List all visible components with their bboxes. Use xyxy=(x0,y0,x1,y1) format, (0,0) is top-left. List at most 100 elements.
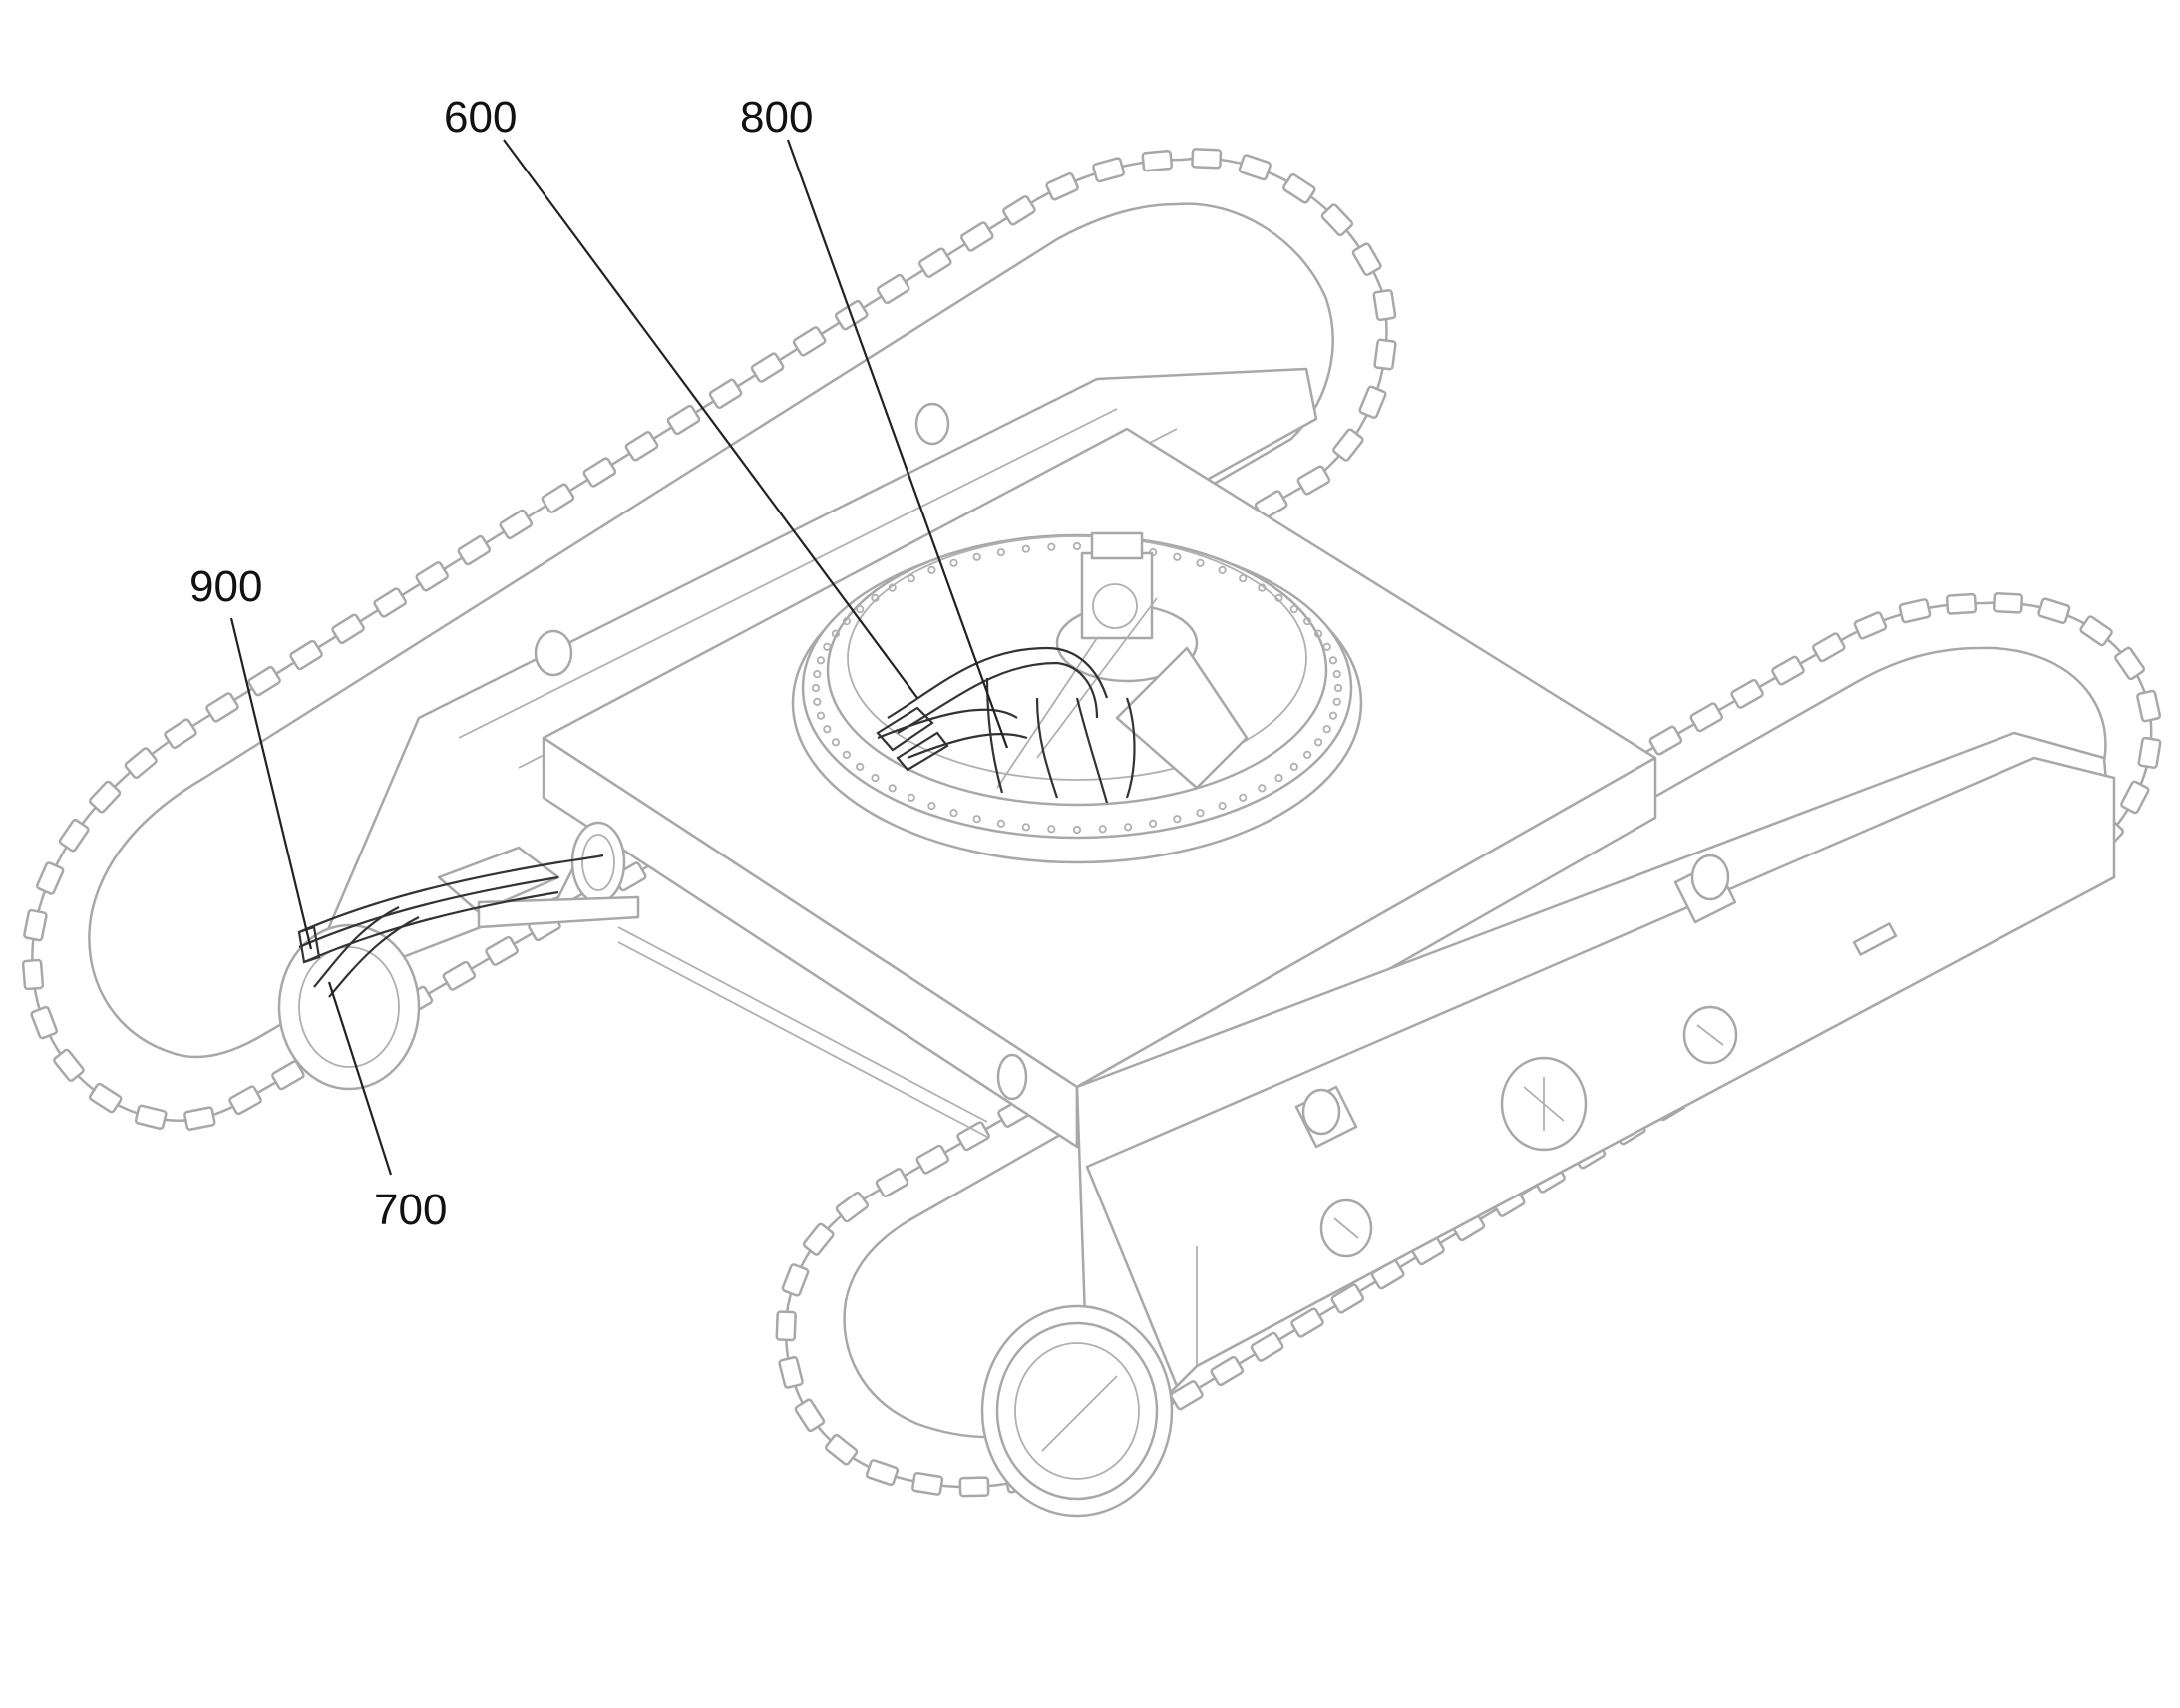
ring-bolt xyxy=(831,629,841,638)
track-shoe xyxy=(865,1459,900,1487)
track-shoe xyxy=(1358,385,1387,420)
track-shoe xyxy=(1898,598,1932,624)
track-shoe xyxy=(775,1310,797,1342)
ring-bolt xyxy=(1124,823,1133,832)
left-hoses xyxy=(297,854,604,998)
track-shoe xyxy=(875,1168,909,1197)
track-shoe xyxy=(1689,702,1724,733)
track-shoe xyxy=(2079,615,2113,647)
ring-bolt xyxy=(1332,697,1341,707)
ring-bolt xyxy=(907,793,915,802)
ring-bolt xyxy=(1047,825,1056,834)
ring-bolt xyxy=(1021,544,1031,553)
track-shoe xyxy=(457,534,492,566)
ring-bolt xyxy=(1258,784,1267,793)
ring-bolt xyxy=(907,574,915,583)
track-shoe xyxy=(1351,242,1382,276)
track-shoe xyxy=(1945,592,1978,615)
callout-700: 700 xyxy=(374,1186,447,1234)
ring-bolt xyxy=(1328,711,1338,720)
track-shoe xyxy=(1332,428,1364,462)
ring-bolt xyxy=(1289,604,1298,614)
ring-bolt xyxy=(871,593,880,603)
track-shoe xyxy=(1282,173,1316,204)
track-shoe xyxy=(1290,1307,1324,1338)
ring-bolt xyxy=(972,815,981,824)
track-shoe xyxy=(289,639,323,671)
ring-bolt xyxy=(949,558,958,567)
ring-bolt xyxy=(888,784,897,793)
leader-lines xyxy=(229,139,1009,1176)
track-shoe xyxy=(1812,632,1846,663)
callout-800: 800 xyxy=(740,93,813,142)
ring-bolt xyxy=(1274,593,1283,603)
ring-bolt xyxy=(972,552,981,561)
ring-bolt xyxy=(1289,762,1298,772)
ring-bolt xyxy=(1303,616,1312,626)
track-shoe xyxy=(1002,195,1036,226)
ring-bolt xyxy=(1239,574,1248,583)
track-shoe xyxy=(825,1433,859,1466)
track-shoe xyxy=(331,613,365,644)
track-shoe xyxy=(708,378,743,409)
left-idler xyxy=(277,821,640,1091)
leader-800 xyxy=(786,139,1009,749)
track-shoe xyxy=(915,1144,950,1175)
track-shoe xyxy=(2114,646,2146,681)
track-shoe xyxy=(876,273,910,305)
track-shoe xyxy=(835,1191,870,1223)
callout-labels: 600 800 900 700 xyxy=(189,93,813,1234)
track-shoe xyxy=(1771,655,1805,686)
track-shoe xyxy=(1296,465,1331,496)
ring-bolt xyxy=(927,801,936,811)
track-shoe xyxy=(228,1085,262,1116)
track-shoe xyxy=(1853,611,1888,640)
track-shoe xyxy=(1170,1380,1204,1411)
track-shoe xyxy=(205,692,239,723)
ring-bolt xyxy=(1196,809,1205,818)
ring-bolt xyxy=(1173,815,1182,824)
track-shoe xyxy=(36,861,65,895)
track-shoe xyxy=(23,908,48,942)
track-shoe xyxy=(124,747,158,779)
track-shoe xyxy=(485,935,519,966)
track-shoe xyxy=(918,247,952,278)
ring-bolt xyxy=(1332,669,1341,679)
ring-bolt xyxy=(1196,558,1205,567)
track-shoe xyxy=(21,958,45,991)
ring-bolt xyxy=(1047,542,1056,551)
ring-bolt xyxy=(1314,738,1323,747)
track-shoe xyxy=(750,352,785,383)
track-shoe xyxy=(1373,338,1397,371)
ring-bolt xyxy=(1322,642,1331,651)
right-side-frame xyxy=(1075,731,2116,1398)
ring-bolt xyxy=(888,583,897,592)
track-shoe xyxy=(911,1471,944,1496)
track-shoe xyxy=(1045,171,1079,201)
track-shoe xyxy=(778,1356,804,1389)
ring-bolt xyxy=(1149,819,1158,829)
leader-600 xyxy=(503,139,918,699)
track-shoe xyxy=(624,431,659,462)
ring-bolt xyxy=(856,762,865,772)
track-shoe xyxy=(1141,149,1174,172)
callout-600: 600 xyxy=(444,93,517,142)
ring-bolt xyxy=(1072,825,1082,835)
ring-bolt xyxy=(1021,823,1031,832)
track-shoe xyxy=(1648,725,1683,756)
track-shoe xyxy=(2137,736,2162,769)
track-shoe xyxy=(1330,1283,1365,1314)
ring-bolt xyxy=(816,656,826,665)
leader-900 xyxy=(229,617,313,950)
ring-bolt xyxy=(823,642,832,651)
track-shoe xyxy=(499,509,534,540)
track-shoe xyxy=(88,780,122,814)
track-shoe xyxy=(1320,203,1354,237)
track-shoe xyxy=(2136,689,2162,723)
track-shoe xyxy=(1992,591,2024,614)
ring-bolt xyxy=(811,683,821,693)
ring-bolt xyxy=(1173,552,1182,561)
ring-bolt xyxy=(1258,583,1267,592)
track-shoe xyxy=(792,326,827,357)
